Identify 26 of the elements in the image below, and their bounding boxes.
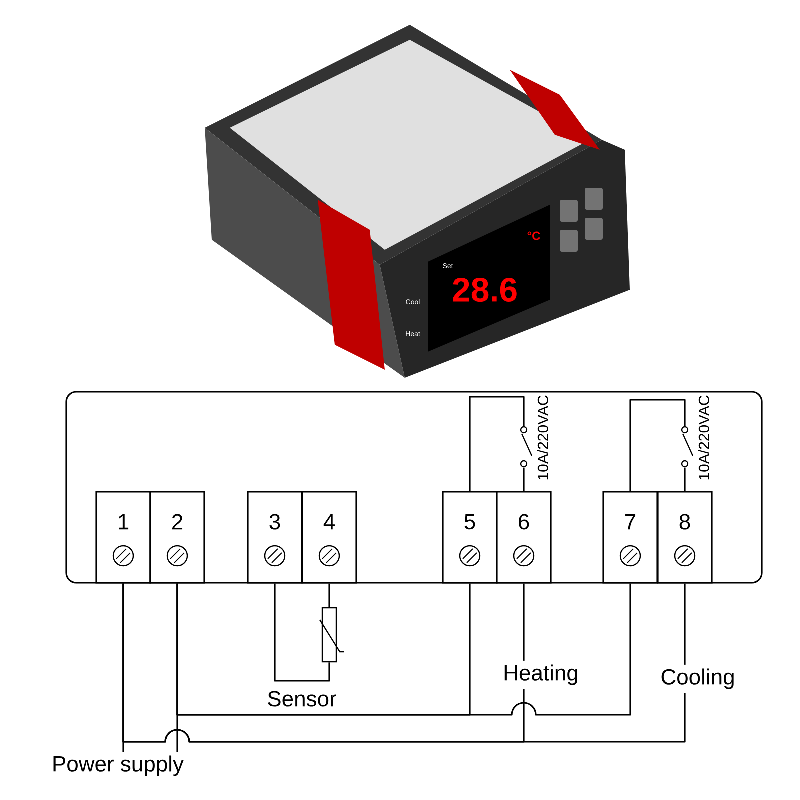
wire — [684, 584, 686, 665]
wire-label: Cooling — [662, 668, 734, 690]
wire-label: Heating — [504, 664, 578, 686]
wire — [122, 584, 686, 743]
rating-label: 10A/220VAC — [698, 396, 710, 480]
wire — [469, 396, 525, 492]
wire-label: Power supply — [54, 756, 184, 776]
wire — [328, 584, 330, 608]
terminal-block: 2 — [150, 491, 206, 584]
terminal-block: 3 — [247, 491, 303, 584]
display-text: 28.6 — [453, 278, 517, 302]
wire — [274, 584, 330, 682]
wire — [523, 468, 525, 492]
terminal-block: 4 — [302, 491, 358, 584]
wire — [176, 584, 632, 716]
sensor-label: Sensor — [268, 691, 336, 707]
terminal-block: 6 — [496, 491, 552, 584]
terminal-block: 7 — [602, 491, 658, 584]
rating-label: 10A/220VAC — [538, 396, 548, 480]
terminal-block: 1 — [96, 491, 152, 584]
wire — [523, 584, 525, 661]
terminal-block: 5 — [442, 491, 498, 584]
wire — [684, 468, 686, 492]
wire — [630, 399, 686, 492]
display-text: °C — [528, 232, 540, 240]
terminal-block: 8 — [657, 491, 713, 584]
